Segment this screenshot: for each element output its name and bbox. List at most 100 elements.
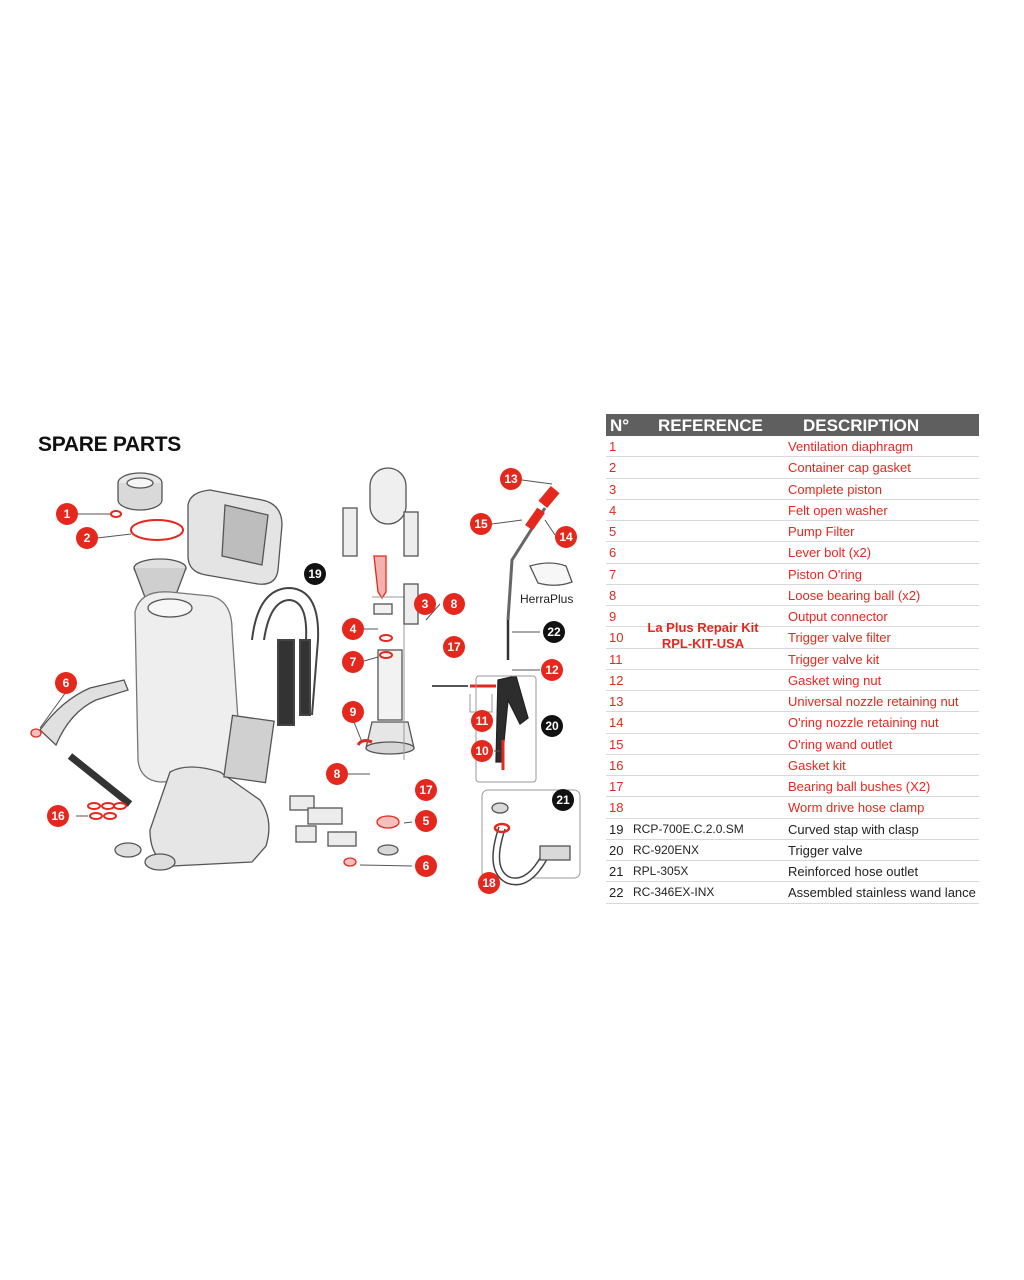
row-num: 8	[609, 587, 617, 603]
row-reference: RCP-700E.C.2.0.SM	[633, 821, 744, 836]
table-row: 1 Ventilation diaphragm	[606, 436, 979, 458]
callout-14: 14	[555, 526, 577, 548]
row-description: Assembled stainless wand lance	[788, 885, 976, 901]
pump-lever	[39, 679, 129, 747]
svg-text:13: 13	[504, 472, 518, 486]
nozzle-cloth	[529, 562, 573, 586]
row-description: O'ring wand outlet	[788, 736, 893, 752]
row-description: Piston O'ring	[788, 566, 863, 582]
row-num: 12	[609, 672, 624, 688]
callout-8-top: 8	[443, 593, 465, 615]
callout-2: 2	[76, 527, 98, 549]
row-description: Container cap gasket	[788, 460, 911, 476]
callout-4: 4	[342, 618, 364, 640]
vent-diaphragm	[110, 510, 122, 518]
callout-21: 21	[552, 789, 574, 811]
row-num: 20	[609, 842, 624, 858]
svg-text:14: 14	[559, 530, 573, 544]
svg-text:4: 4	[350, 622, 357, 636]
row-description: Trigger valve filter	[788, 630, 891, 646]
svg-text:8: 8	[451, 597, 458, 611]
trigger-gun	[495, 675, 529, 763]
pump-cylinder	[377, 649, 403, 721]
svg-text:2: 2	[84, 531, 91, 545]
piston	[373, 555, 387, 600]
row-reference: RC-920ENX	[633, 842, 700, 857]
svg-text:19: 19	[308, 567, 322, 581]
callout-20: 20	[541, 715, 563, 737]
row-num: 14	[609, 715, 624, 731]
row-num: 16	[609, 757, 624, 773]
row-num: 2	[609, 460, 617, 476]
svg-text:17: 17	[447, 640, 461, 654]
table-row: 14 O'ring nozzle retaining nut	[606, 712, 979, 734]
row-num: 10	[609, 630, 624, 646]
gasket-kit	[87, 802, 127, 820]
svg-text:22: 22	[547, 625, 561, 639]
row-num: 18	[609, 800, 624, 816]
callout-16: 16	[47, 805, 69, 827]
row-description: Gasket wing nut	[788, 672, 882, 688]
table-body: 1 Ventilation diaphragm 2 Container cap gas…	[606, 436, 979, 904]
output-connector	[356, 739, 373, 746]
wand-lance	[506, 485, 560, 660]
svg-text:9: 9	[350, 705, 357, 719]
row-num: 1	[609, 439, 617, 454]
row-num: 5	[609, 524, 617, 539]
svg-text:18: 18	[482, 876, 496, 890]
callout-17-top: 17	[443, 636, 465, 658]
svg-text:1: 1	[64, 507, 71, 521]
header-num: N°	[610, 416, 630, 435]
table-row: 2 Container cap gasket	[606, 457, 979, 479]
svg-text:5: 5	[423, 814, 430, 828]
svg-text:8: 8	[334, 767, 341, 781]
table-row: 12 Gasket wing nut	[606, 670, 979, 691]
callout-9: 9	[342, 701, 364, 723]
callout-8-bottom: 8	[326, 763, 348, 785]
cap-gasket	[130, 519, 184, 541]
row-num: 4	[609, 502, 617, 518]
row-num: 19	[609, 821, 624, 837]
header-description: DESCRIPTION	[803, 416, 920, 435]
wing-nut	[491, 802, 509, 814]
row-description: Ventilation diaphragm	[788, 439, 914, 454]
callout-11: 11	[471, 710, 493, 732]
row-num: 17	[609, 779, 624, 794]
brand-label: HerraPlus	[520, 592, 574, 606]
callout-6-lever: 6	[55, 672, 77, 694]
row-num: 9	[609, 609, 617, 624]
callout-17-bottom: 17	[415, 779, 437, 801]
row-description: O'ring nozzle retaining nut	[788, 715, 939, 731]
row-description: Complete piston	[788, 481, 882, 497]
piston-connector	[373, 603, 393, 615]
callout-3: 3	[414, 593, 436, 615]
table-header: N° REFERENCE DESCRIPTION	[606, 414, 979, 436]
callout-5: 5	[415, 810, 437, 832]
kit-code: RPL-KIT-USA	[661, 636, 745, 651]
back-grid	[223, 714, 275, 784]
svg-text:6: 6	[423, 859, 430, 873]
page-title: SPARE PARTS	[38, 433, 181, 456]
callout-10: 10	[471, 740, 493, 762]
svg-text:21: 21	[556, 793, 570, 807]
row-num: 15	[609, 736, 624, 752]
tank-body	[134, 591, 241, 783]
row-description: Reinforced hose outlet	[788, 864, 919, 879]
row-description: Trigger valve kit	[788, 651, 880, 667]
table-row: 17 Bearing ball bushes (X2)	[606, 776, 979, 798]
row-reference: RC-346EX-INX	[633, 885, 715, 900]
row-num: 22	[609, 885, 624, 901]
callout-19: 19	[304, 563, 326, 585]
row-description: Bearing ball bushes (X2)	[788, 779, 931, 794]
